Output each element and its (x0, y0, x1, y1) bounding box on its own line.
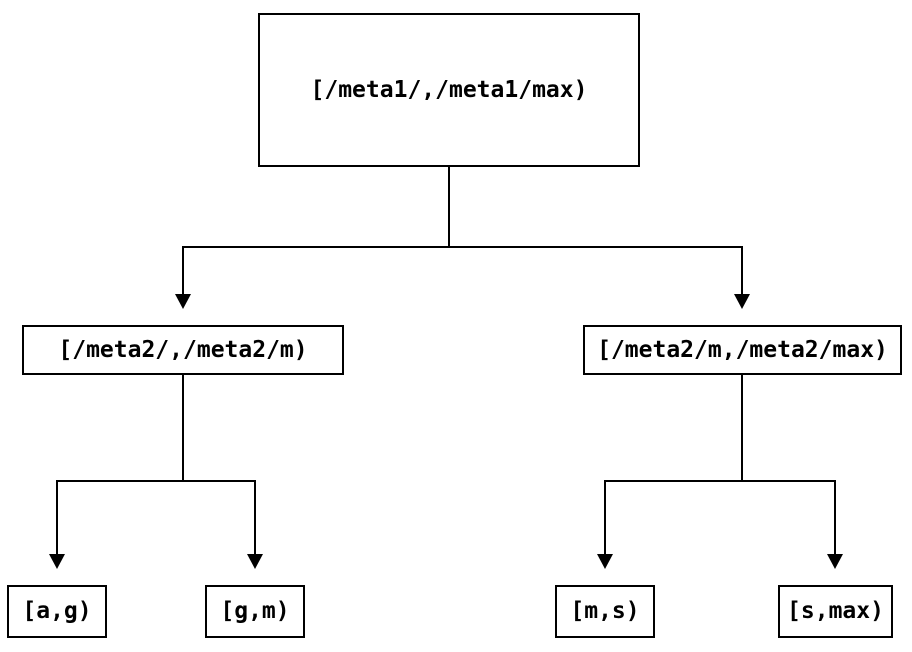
arrowhead-right-to-smax-icon (827, 554, 843, 569)
node-leaf-ms-label: [m,s) (570, 598, 640, 624)
node-leaf-ag-label: [a,g) (22, 598, 92, 624)
node-meta2-right-label: [/meta2/m,/meta2/max) (597, 336, 888, 363)
node-leaf-gm-label: [g,m) (220, 598, 290, 624)
arrowhead-left-to-ag-icon (49, 554, 65, 569)
arrowhead-root-to-left-icon (175, 294, 191, 309)
node-leaf-ag: [a,g) (7, 585, 107, 638)
node-meta2-right: [/meta2/m,/meta2/max) (583, 325, 902, 375)
node-leaf-smax: [s,max) (778, 585, 893, 638)
node-meta2-left-label: [/meta2/,/meta2/m) (58, 336, 308, 363)
node-meta2-left: [/meta2/,/meta2/m) (22, 325, 344, 375)
arrowhead-left-to-gm-icon (247, 554, 263, 569)
node-root-label: [/meta1/,/meta1/max) (310, 76, 588, 103)
arrowhead-right-to-ms-icon (597, 554, 613, 569)
node-root: [/meta1/,/meta1/max) (258, 13, 640, 167)
node-leaf-ms: [m,s) (555, 585, 655, 638)
node-leaf-gm: [g,m) (205, 585, 305, 638)
arrowhead-root-to-right-icon (734, 294, 750, 309)
node-leaf-smax-label: [s,max) (787, 598, 884, 624)
